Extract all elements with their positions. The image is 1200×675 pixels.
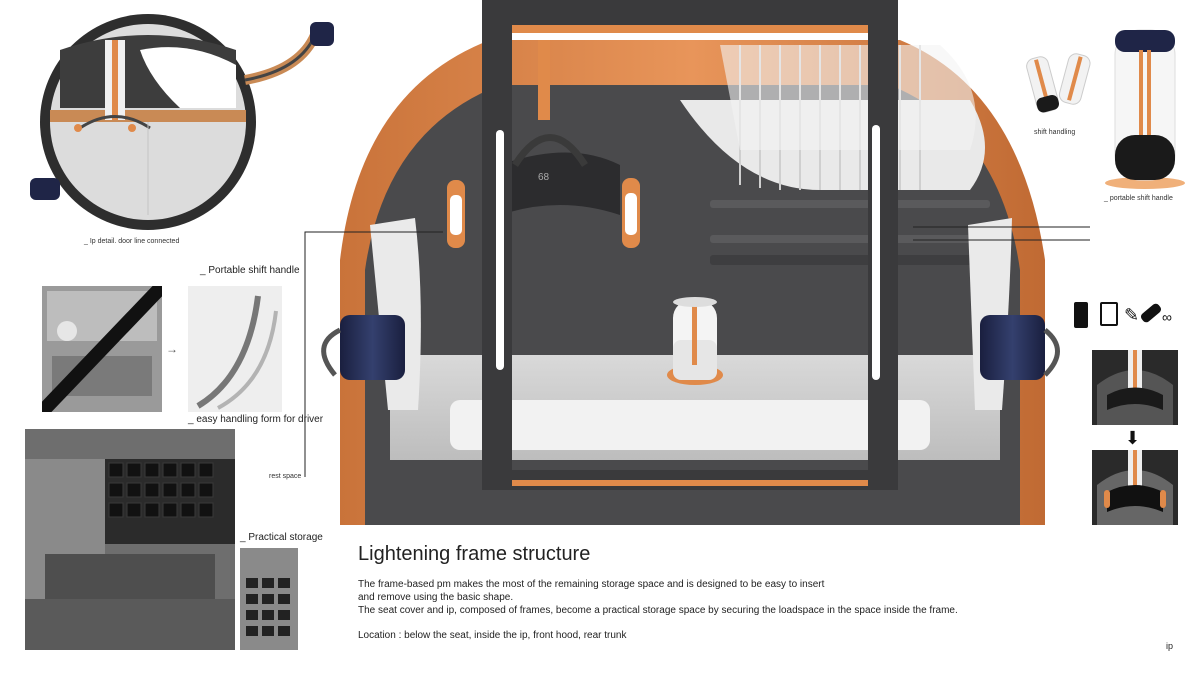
caption-portable-shift-handle-small: _ portable shift handle <box>1104 195 1173 202</box>
shelf <box>710 200 990 208</box>
glasses-icon: ∞ <box>1162 309 1172 325</box>
seat-front <box>450 400 930 450</box>
storage-photo <box>25 429 235 650</box>
caption-shift-handling: shift handling <box>1034 129 1076 136</box>
location-line: Location : below the seat, inside the ip… <box>358 630 627 641</box>
light-strip-left <box>496 130 504 370</box>
storage-grid-detail <box>240 548 298 650</box>
book-icon <box>1074 302 1088 328</box>
caption-rest-space: rest space <box>269 473 302 480</box>
shelf <box>710 235 990 243</box>
lead-lines <box>304 226 1090 477</box>
right-navy-holder <box>980 315 1045 380</box>
ip-open-thumbnail <box>1092 450 1178 525</box>
arrow-right-icon: → <box>166 342 178 356</box>
corner-label: ip <box>1166 641 1174 651</box>
arrow-down-icon: ⬇ <box>1125 428 1141 448</box>
dashboard-readout: 68 <box>538 172 550 183</box>
notebook-icon <box>1100 302 1118 326</box>
icon-row: ✎ ∞ <box>1074 300 1184 330</box>
pencil-icon: ✎ <box>1124 305 1140 325</box>
left-cushion <box>370 218 421 410</box>
light-strip-right <box>872 125 880 380</box>
description-line-2: and remove using the basic shape. <box>358 592 514 603</box>
ip-detail-illustration <box>30 14 334 230</box>
left-navy-holder <box>340 315 405 380</box>
page-title: Lightening frame structure <box>358 543 591 565</box>
portable-shift-handle-render <box>1105 29 1185 189</box>
interior-photo-crossed <box>42 286 162 412</box>
handling-form-sketch <box>188 286 282 412</box>
description-line-1: The frame-based pm makes the most of the… <box>358 579 825 590</box>
shift-handling-sketch <box>1026 53 1091 113</box>
dashboard <box>500 152 620 215</box>
caption-practical-storage: _ Practical storage <box>240 532 323 543</box>
ip-closed-thumbnail <box>1092 350 1178 425</box>
caption-portable-shift-handle: _ Portable shift handle <box>200 265 300 276</box>
caption-ip-detail: _ Ip detail. door line connected <box>84 238 180 245</box>
description-line-3: The seat cover and ip, composed of frame… <box>358 605 958 616</box>
caption-easy-handling: _ easy handling form for driver <box>188 414 324 425</box>
cabin-render: 68 <box>304 0 1090 525</box>
bottle-icon <box>1139 302 1163 324</box>
